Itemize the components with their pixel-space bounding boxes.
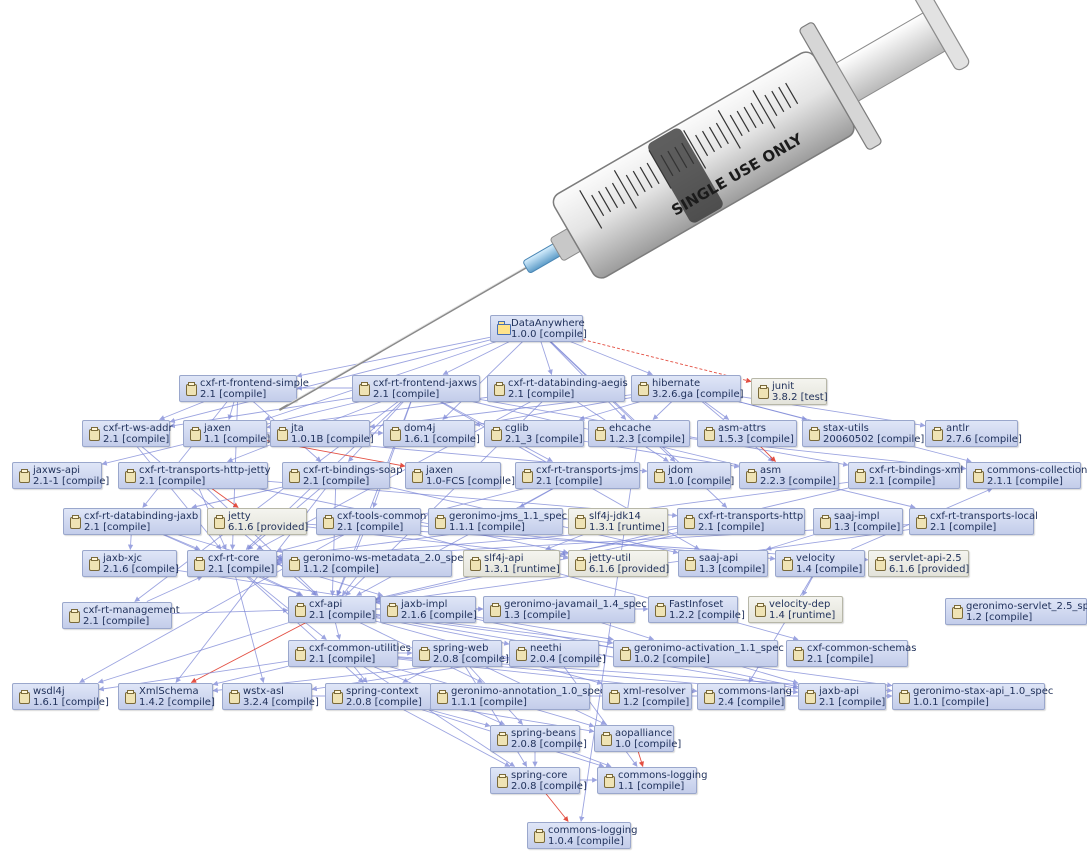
syringe-needle <box>279 245 565 410</box>
syringe-plunger-rod <box>836 13 945 101</box>
